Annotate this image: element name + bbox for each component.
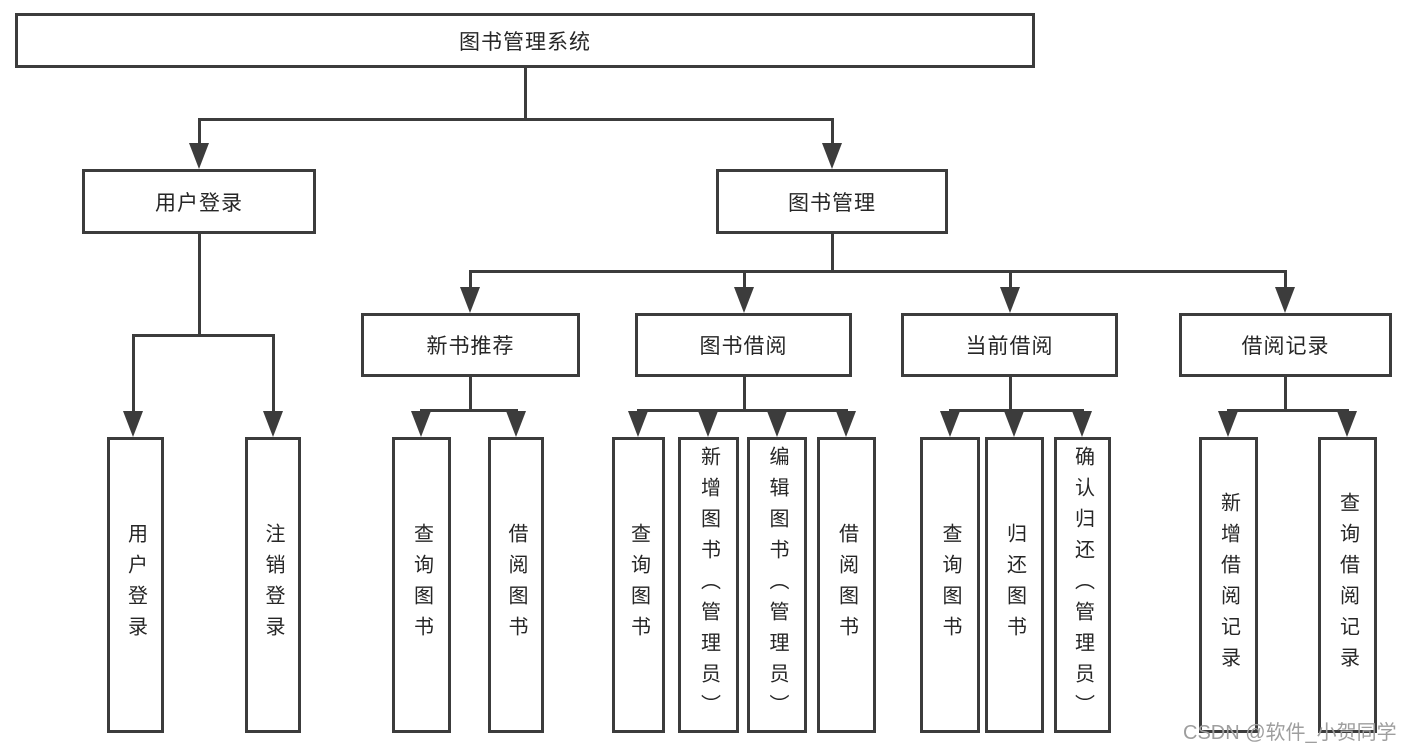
leaf-add-book-admin-label: 新增图书（管理员） (697, 445, 720, 725)
node-root-label: 图书管理系统 (459, 30, 591, 54)
leaf-query-borrow-record: 查询借阅记录 (1318, 437, 1377, 733)
leaf-add-borrow-record-label: 新增借阅记录 (1217, 492, 1240, 678)
connector-vertical-line (197, 234, 201, 335)
node-root-system: 图书管理系统 (15, 13, 1035, 68)
csdn-watermark: CSDN @软件_小贺同学 (1183, 722, 1397, 744)
leaf-edit-book-admin-label: 编辑图书（管理员） (766, 445, 788, 725)
leaf-edit-book-admin: 编辑图书（管理员） (747, 437, 807, 733)
connector-horizontal-line (1226, 408, 1349, 412)
connector-vertical-line (1008, 377, 1012, 412)
connector-vertical-line (830, 234, 834, 271)
leaf-logout: 注销登录 (245, 437, 301, 733)
connector-horizontal-line (197, 117, 834, 121)
leaf-current-query-book: 查询图书 (920, 437, 980, 733)
leaf-add-book-admin: 新增图书（管理员） (678, 437, 739, 733)
node-borrow-record-label: 借阅记录 (1241, 335, 1330, 358)
connector-horizontal-line (948, 408, 1084, 412)
connector-vertical-line (523, 68, 527, 119)
leaf-recommend-query-book: 查询图书 (392, 437, 451, 733)
leaf-borrow-book-label: 借阅图书 (835, 523, 858, 647)
node-book-borrow-label: 图书借阅 (699, 335, 788, 358)
leaf-borrow-query-book-label: 查询图书 (627, 523, 650, 647)
leaf-user-login-label: 用户登录 (124, 523, 147, 647)
connector-vertical-line (468, 377, 472, 412)
arrowhead-down-icon (822, 143, 842, 169)
leaf-logout-label: 注销登录 (262, 523, 284, 647)
leaf-user-login: 用户登录 (107, 437, 164, 733)
node-new-book-recommend-label: 新书推荐 (426, 335, 515, 358)
connector-vertical-line (830, 119, 834, 148)
connector-vertical-line (1283, 271, 1287, 292)
arrowhead-down-icon (506, 411, 526, 437)
leaf-recommend-query-book-label: 查询图书 (410, 523, 433, 647)
arrowhead-down-icon (263, 411, 283, 437)
connector-vertical-line (742, 271, 746, 292)
connector-vertical-line (1283, 377, 1287, 412)
leaf-borrow-query-book: 查询图书 (612, 437, 665, 733)
leaf-return-book: 归还图书 (985, 437, 1044, 733)
arrowhead-down-icon (767, 411, 787, 437)
arrowhead-down-icon (940, 411, 960, 437)
arrowhead-down-icon (1218, 411, 1238, 437)
arrowhead-down-icon (628, 411, 648, 437)
arrowhead-down-icon (1000, 287, 1020, 313)
connector-vertical-line (197, 119, 201, 148)
leaf-return-book-label: 归还图书 (1003, 523, 1026, 647)
arrowhead-down-icon (734, 287, 754, 313)
node-new-book-recommend: 新书推荐 (361, 313, 580, 377)
leaf-recommend-borrow-book: 借阅图书 (488, 437, 544, 733)
leaf-confirm-return-admin: 确认归还（管理员） (1054, 437, 1111, 733)
connector-horizontal-line (468, 269, 1287, 273)
connector-vertical-line (1008, 271, 1012, 292)
leaf-add-borrow-record: 新增借阅记录 (1199, 437, 1258, 733)
connector-vertical-line (131, 335, 135, 416)
connector-horizontal-line (131, 333, 275, 337)
leaf-confirm-return-admin-label: 确认归还（管理员） (1071, 445, 1094, 725)
connector-vertical-line (742, 377, 746, 412)
arrowhead-down-icon (189, 143, 209, 169)
arrowhead-down-icon (698, 411, 718, 437)
arrowhead-down-icon (1337, 411, 1357, 437)
node-book-management: 图书管理 (716, 169, 948, 234)
arrowhead-down-icon (836, 411, 856, 437)
connector-vertical-line (271, 335, 275, 416)
node-current-borrow: 当前借阅 (901, 313, 1118, 377)
connector-horizontal-line (419, 408, 518, 412)
leaf-borrow-book: 借阅图书 (817, 437, 876, 733)
leaf-query-borrow-record-label: 查询借阅记录 (1336, 492, 1359, 678)
arrowhead-down-icon (411, 411, 431, 437)
arrowhead-down-icon (1004, 411, 1024, 437)
node-user-login-label: 用户登录 (155, 191, 243, 215)
node-user-login: 用户登录 (82, 169, 316, 234)
node-current-borrow-label: 当前借阅 (965, 335, 1054, 358)
node-book-management-label: 图书管理 (788, 191, 876, 215)
node-book-borrow: 图书借阅 (635, 313, 852, 377)
arrowhead-down-icon (1072, 411, 1092, 437)
arrowhead-down-icon (123, 411, 143, 437)
arrowhead-down-icon (1275, 287, 1295, 313)
node-borrow-record: 借阅记录 (1179, 313, 1392, 377)
connector-horizontal-line (636, 408, 848, 412)
leaf-recommend-borrow-book-label: 借阅图书 (505, 523, 527, 647)
arrowhead-down-icon (460, 287, 480, 313)
connector-vertical-line (468, 271, 472, 292)
leaf-current-query-book-label: 查询图书 (939, 523, 961, 647)
